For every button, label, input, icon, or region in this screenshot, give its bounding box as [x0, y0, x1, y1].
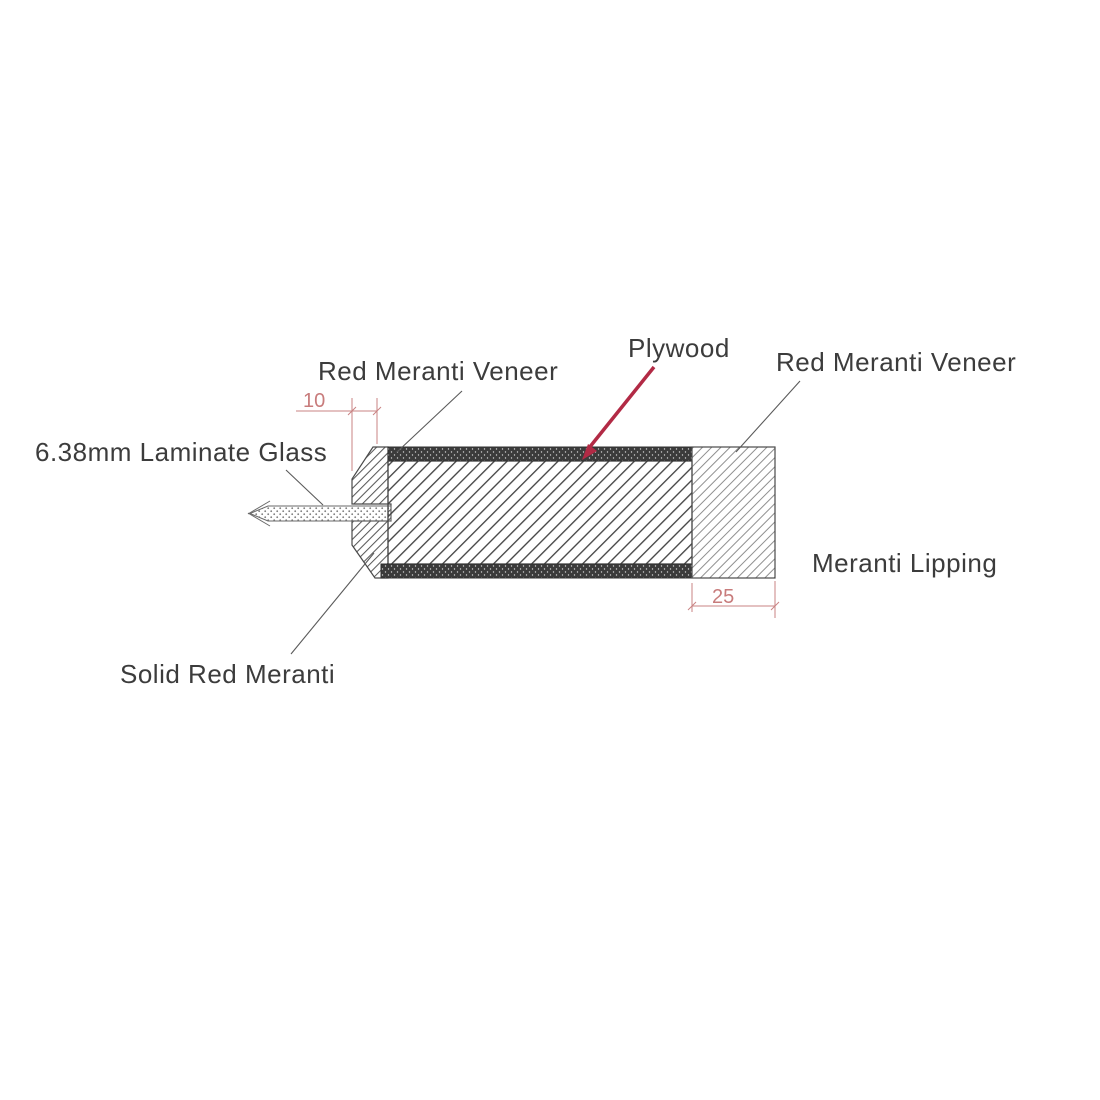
- label-laminate-glass: 6.38mm Laminate Glass: [35, 437, 328, 467]
- dimension-25-text: 25: [712, 586, 735, 608]
- plywood-arrow: [587, 365, 656, 450]
- leader-line-veneer-left: [396, 390, 463, 453]
- top-veneer-shape: [387, 446, 693, 462]
- label-meranti-lipping: Meranti Lipping: [812, 548, 998, 578]
- leader-line-veneer-right: [735, 380, 801, 453]
- dimension-10-lines: [296, 398, 382, 471]
- glass-tip-flare: [247, 500, 271, 515]
- glass-shape: [248, 505, 392, 522]
- label-red-meranti-veneer-left: Red Meranti Veneer: [318, 356, 559, 386]
- lipping-shape: [691, 446, 776, 579]
- plywood-core-shape: [387, 460, 693, 565]
- plywood-arrowhead: [582, 444, 597, 460]
- label-red-meranti-veneer-right: Red Meranti Veneer: [776, 347, 1017, 377]
- glass-tip-flare: [247, 512, 271, 527]
- leader-line-solid: [290, 552, 375, 655]
- leader-line-glass: [285, 469, 324, 506]
- dimension-25-lines: [687, 581, 780, 618]
- bottom-veneer-shape: [380, 563, 693, 579]
- dimension-10-text: 10: [303, 390, 326, 412]
- label-plywood: Plywood: [628, 333, 730, 363]
- label-solid-red-meranti: Solid Red Meranti: [120, 659, 336, 689]
